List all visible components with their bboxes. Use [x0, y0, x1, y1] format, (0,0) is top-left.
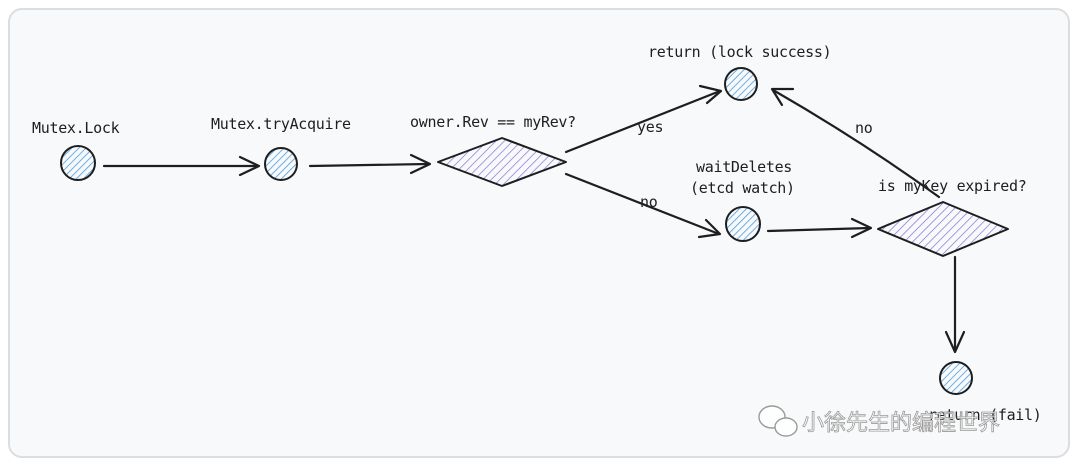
edge-expired-no-to-success: [770, 87, 941, 199]
wechat-icon: [758, 405, 798, 437]
node-return-success: [724, 67, 758, 101]
edge-label-yes: yes: [637, 118, 663, 136]
label-try-acquire: Mutex.tryAcquire: [211, 115, 351, 133]
edge-no-to-waitdeletes: [564, 172, 722, 239]
edge-label-no-wait: no: [640, 193, 658, 211]
watermark-text: 小徐先生的编程世界: [802, 411, 1000, 436]
node-wait-deletes: [725, 206, 761, 242]
label-rev-check: owner.Rev == myRev?: [410, 113, 576, 131]
edge-expired-to-fail: [944, 255, 966, 354]
edge-waitdeletes-to-expired: [766, 217, 873, 239]
node-return-fail: [939, 361, 973, 395]
label-return-fail: return (fail): [928, 406, 1042, 424]
node-mutex-lock: [60, 145, 96, 181]
label-return-success: return (lock success): [648, 43, 831, 61]
node-key-expired: [877, 201, 1009, 257]
node-try-acquire: [264, 147, 298, 181]
edge-tryacquire-to-revcheck: [308, 153, 432, 175]
label-wait-deletes-line2: (etcd watch): [690, 179, 795, 197]
label-mutex-lock: Mutex.Lock: [32, 119, 120, 137]
node-rev-check: [437, 137, 567, 187]
label-key-expired: is myKey expired?: [878, 177, 1026, 195]
edge-yes-to-success: [564, 84, 723, 154]
watermark: 小徐先生的编程世界: [758, 405, 1000, 437]
edge-lock-to-tryacquire: [102, 155, 261, 177]
edge-label-no-success: no: [855, 119, 873, 137]
label-wait-deletes-line1: waitDeletes: [696, 158, 792, 176]
